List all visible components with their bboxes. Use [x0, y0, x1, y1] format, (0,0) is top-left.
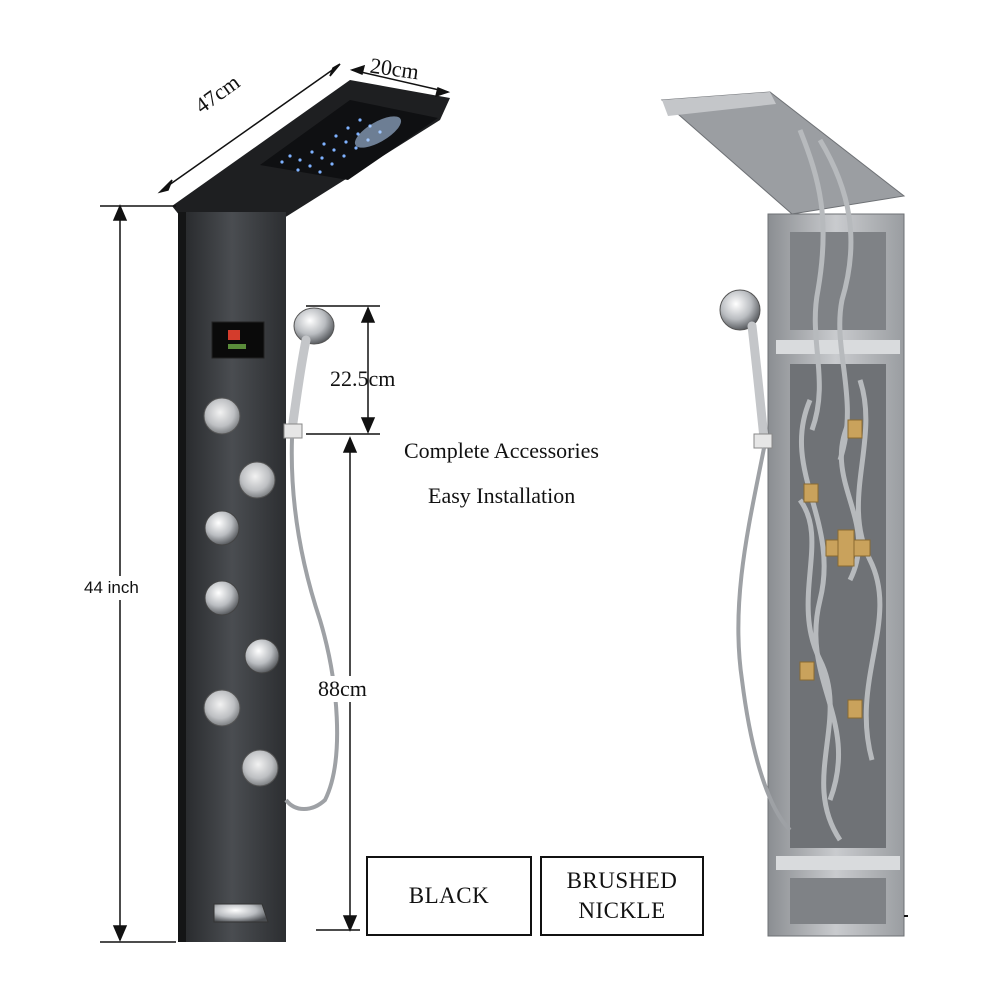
body-jets: [203, 397, 279, 787]
finish-option-brushed-nickle[interactable]: BRUSHED NICKLE: [540, 856, 704, 936]
hose-height-label: 88cm: [318, 676, 367, 702]
feature-easy-installation: Easy Installation: [428, 483, 576, 508]
finish-option-black[interactable]: BLACK: [366, 856, 532, 936]
rear-handshower: [719, 289, 792, 832]
finish-label-black: BLACK: [408, 883, 490, 908]
dimension-lines: [100, 63, 451, 943]
black-shower-panel: [172, 80, 450, 942]
control-valves: [204, 510, 280, 674]
brass-fittings: [799, 419, 871, 719]
total-height-label: 44 inch: [84, 576, 139, 600]
feature-list: Complete Accessories Easy Installation: [404, 428, 674, 518]
feature-complete-accessories: Complete Accessories: [404, 438, 599, 463]
internal-hoses: [797, 129, 883, 842]
nickel-shower-panel: [660, 91, 908, 937]
shower-hose: [284, 437, 340, 811]
handset-height-label: 22.5cm: [330, 366, 396, 391]
finish-label-brushed-nickle: BRUSHED NICKLE: [566, 868, 678, 923]
tub-spout: [213, 903, 269, 923]
rain-head-back: [660, 91, 906, 215]
handshower: [283, 307, 340, 811]
